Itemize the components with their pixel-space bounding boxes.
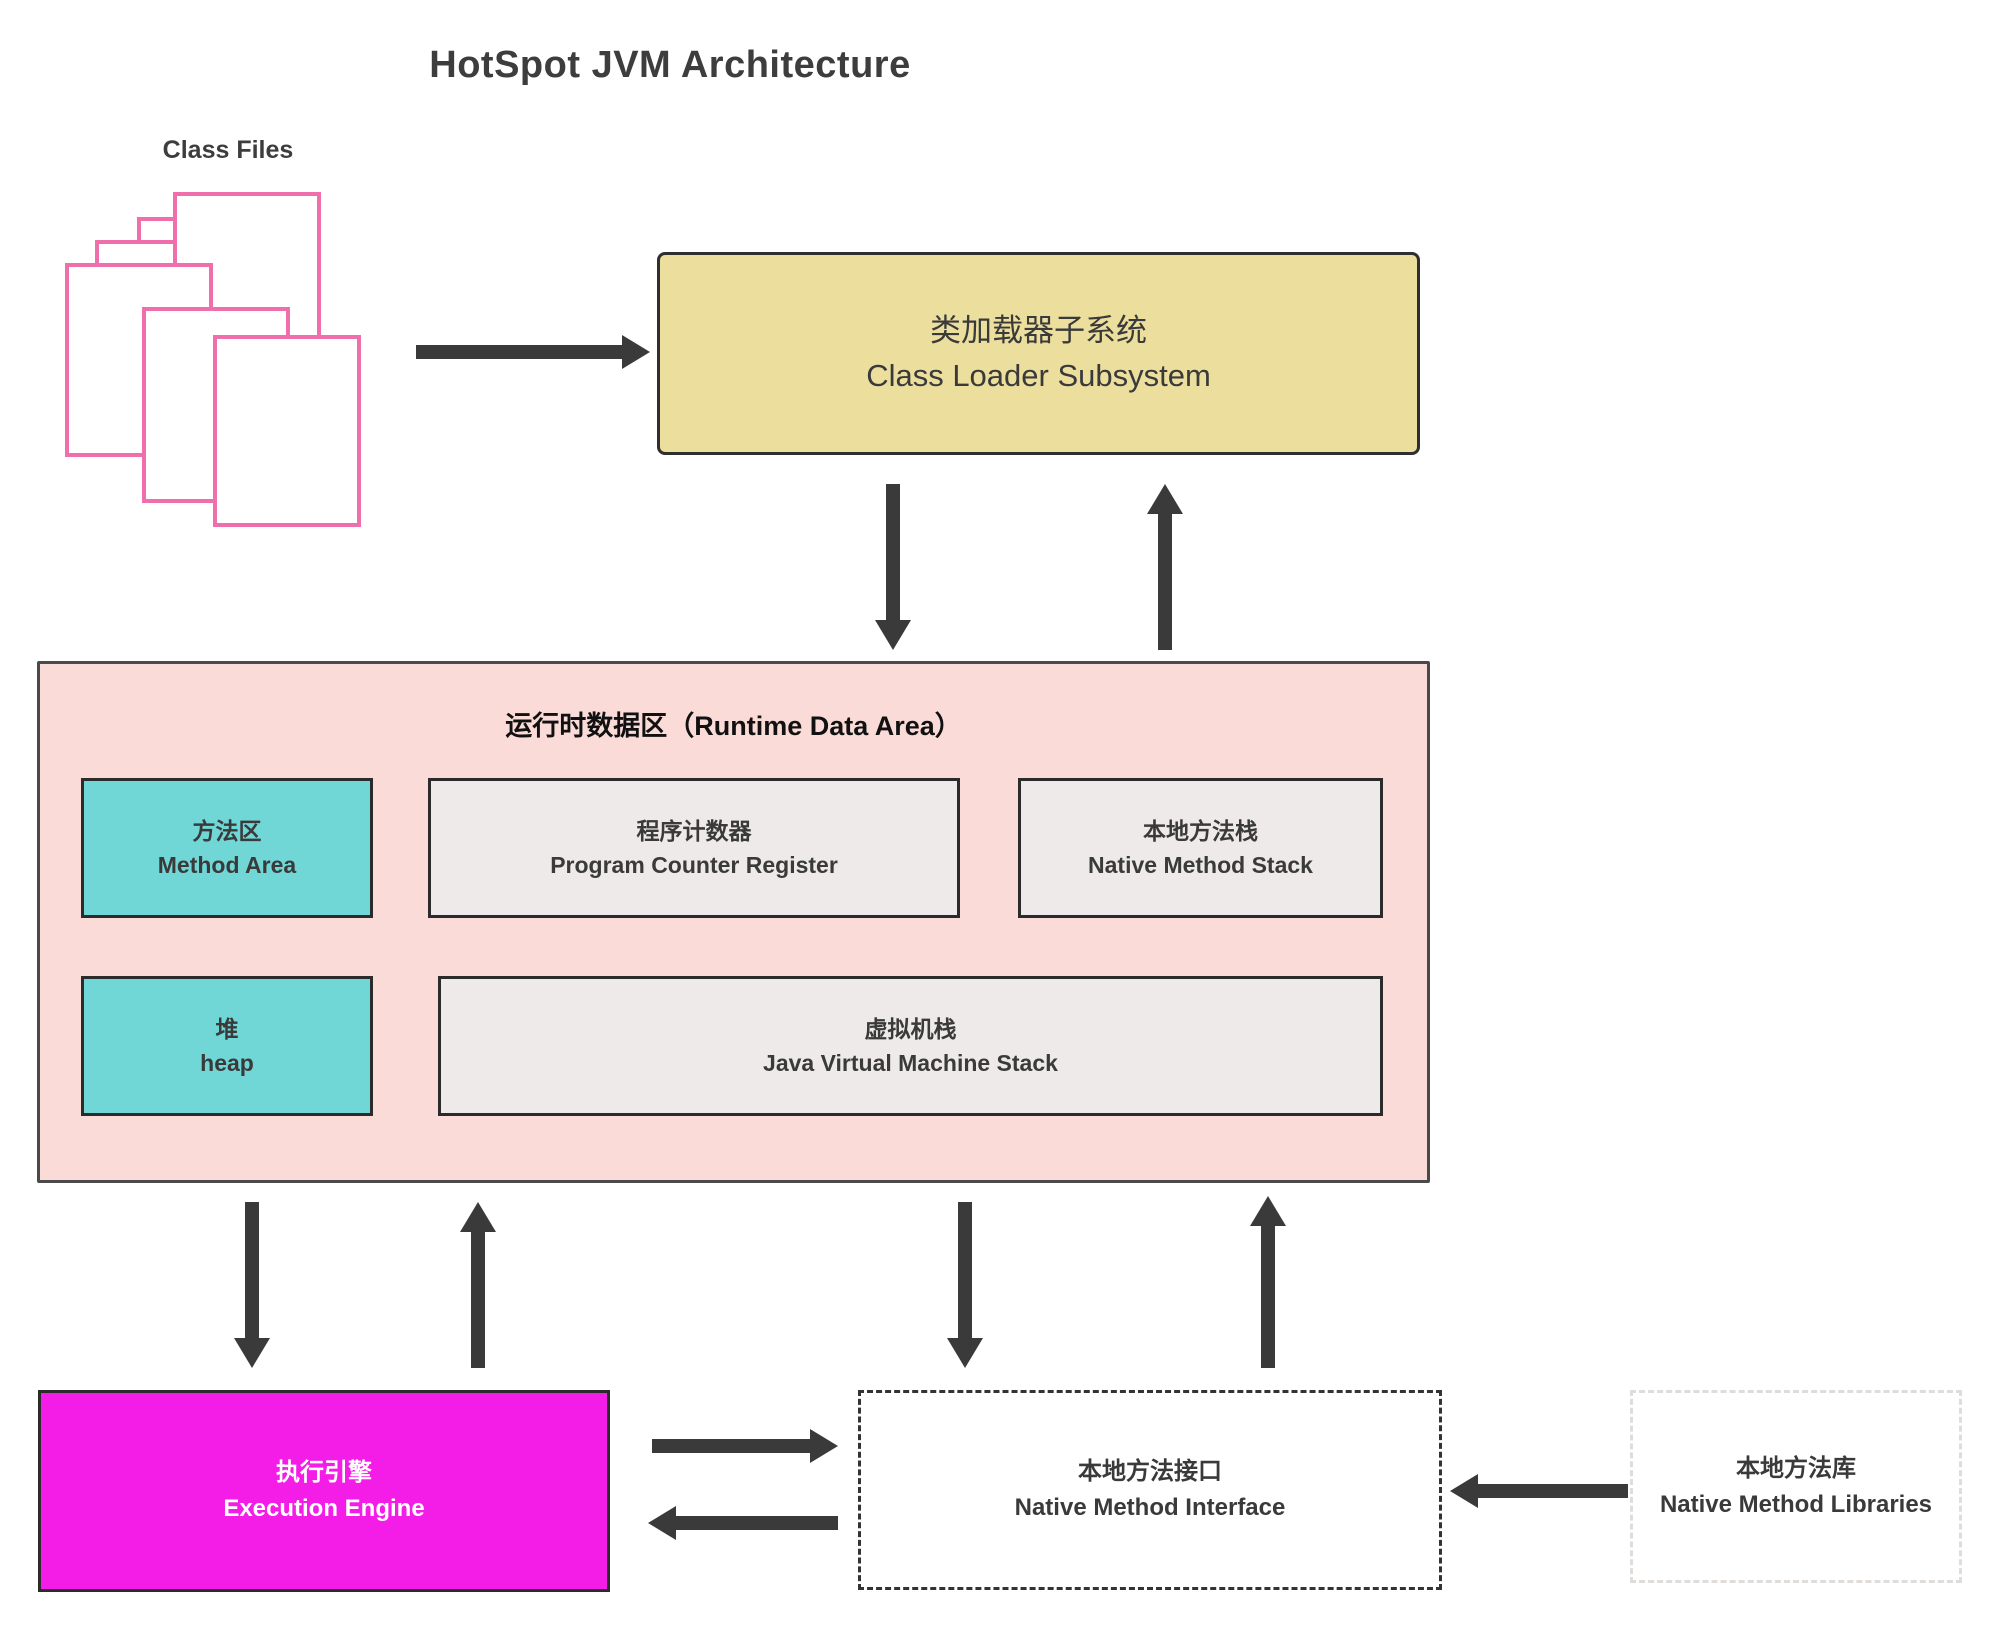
native-method-interface-label-zh: 本地方法接口 (1078, 1458, 1222, 1485)
class-file-icon (213, 335, 361, 527)
arrow-runtime-to-nmi-icon (947, 1202, 983, 1368)
method-area-label-zh: 方法区 (192, 817, 262, 844)
class-loader-subsystem-label-zh: 类加载器子系统 (930, 312, 1147, 348)
heap-label-en: heap (200, 1050, 254, 1076)
native-method-stack-label-en: Native Method Stack (1088, 852, 1313, 878)
program-counter-label-en: Program Counter Register (550, 852, 838, 878)
class-loader-subsystem-box: 类加载器子系统 Class Loader Subsystem (657, 252, 1420, 455)
arrow-engine-to-runtime-icon (460, 1202, 496, 1368)
jvm-stack-label-en: Java Virtual Machine Stack (763, 1050, 1058, 1076)
arrow-classloader-to-runtime-icon (875, 484, 911, 650)
native-method-stack-box: 本地方法栈 Native Method Stack (1018, 778, 1383, 918)
method-area-label-en: Method Area (157, 852, 297, 878)
arrow-engine-to-nmi-icon (652, 1429, 838, 1463)
native-method-libraries-label-en: Native Method Libraries (1659, 1490, 1933, 1518)
runtime-data-area-title: 运行时数据区（Runtime Data Area） (505, 711, 962, 741)
arrow-nmi-to-engine-icon (648, 1506, 838, 1540)
page-title: HotSpot JVM Architecture (429, 44, 911, 86)
execution-engine-label-zh: 执行引擎 (276, 1459, 372, 1486)
execution-engine-label-en: Execution Engine (223, 1495, 425, 1522)
heap-box: 堆 heap (81, 976, 373, 1116)
jvm-stack-label-zh: 虚拟机栈 (864, 1015, 957, 1042)
native-method-stack-label-zh: 本地方法栈 (1143, 817, 1258, 844)
native-method-libraries-label-zh: 本地方法库 (1736, 1454, 1856, 1482)
program-counter-label-zh: 程序计数器 (636, 817, 752, 844)
arrow-classfiles-to-classloader-icon (416, 335, 650, 369)
native-method-libraries-box: 本地方法库 Native Method Libraries (1630, 1390, 1962, 1583)
jvm-stack-box: 虚拟机栈 Java Virtual Machine Stack (438, 976, 1383, 1116)
class-loader-subsystem-label-en: Class Loader Subsystem (866, 357, 1211, 393)
native-method-interface-box: 本地方法接口 Native Method Interface (858, 1390, 1442, 1590)
arrow-nml-to-nmi-icon (1450, 1474, 1628, 1508)
class-files-label: Class Files (162, 136, 294, 164)
program-counter-register-box: 程序计数器 Program Counter Register (428, 778, 960, 918)
heap-label-zh: 堆 (215, 1015, 239, 1042)
arrow-nmi-to-runtime-icon (1250, 1196, 1286, 1368)
arrow-runtime-to-engine-icon (234, 1202, 270, 1368)
method-area-box: 方法区 Method Area (81, 778, 373, 918)
runtime-data-area-box: 运行时数据区（Runtime Data Area） 方法区 Method Are… (37, 661, 1430, 1183)
arrow-runtime-to-classloader-icon (1147, 484, 1183, 650)
native-method-interface-label-en: Native Method Interface (1014, 1494, 1286, 1521)
execution-engine-box: 执行引擎 Execution Engine (38, 1390, 610, 1592)
